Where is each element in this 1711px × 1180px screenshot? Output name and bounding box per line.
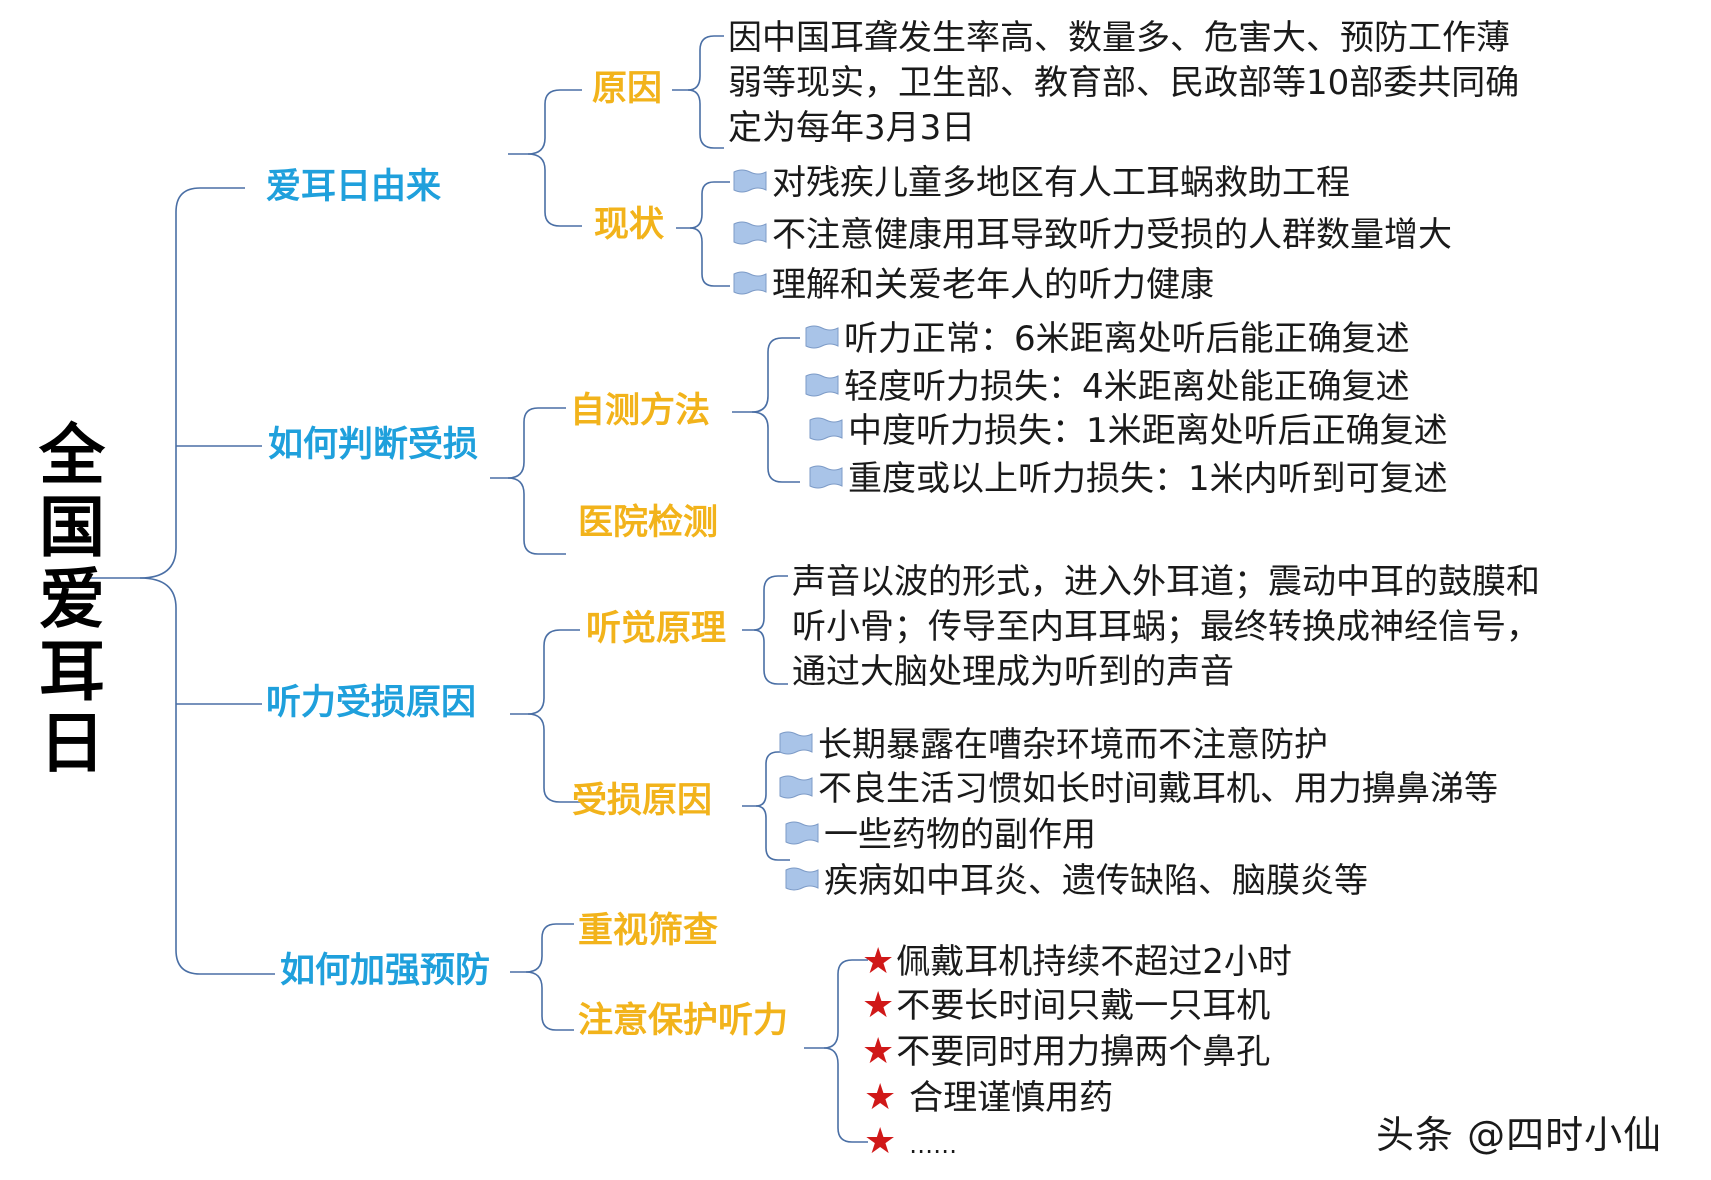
list-item: ★佩戴耳机持续不超过2小时 [862, 941, 1292, 982]
principle-text: 声音以波的形式，进入外耳道；震动中耳的鼓膜和听小骨；传导至内耳耳蜗；最终转换成神… [792, 562, 1540, 692]
status-bracket [676, 181, 730, 229]
node-principle: 听觉原理 [586, 609, 727, 649]
origin-bracket [508, 89, 582, 155]
list-item: 理解和关爱老年人的听力健康 [732, 268, 1214, 304]
judge-bracket [490, 407, 566, 479]
list-item: ★不要同时用力擤两个鼻孔 [862, 1031, 1271, 1072]
flag-bullet-icon [732, 270, 768, 304]
list-item: 疾病如中耳炎、遗传缺陷、脑膜炎等 [784, 864, 1368, 900]
causes-bracket [510, 629, 580, 715]
list-item: 一些药物的副作用 [784, 818, 1096, 854]
node-protect: 注意保护听力 [578, 1001, 789, 1041]
node-status: 现状 [594, 205, 665, 245]
node-screening: 重视筛查 [578, 911, 719, 951]
node-reason: 原因 [592, 69, 663, 109]
list-item: ★ …… [864, 1121, 958, 1162]
flag-bullet-icon [732, 220, 768, 254]
list-item: 重度或以上听力损失：1米内听到可复述 [808, 462, 1448, 498]
prevent-bracket [510, 923, 574, 973]
flag-bullet-icon [808, 416, 844, 450]
node-origin: 爱耳日由来 [266, 167, 442, 207]
node-selftest: 自测方法 [570, 391, 711, 431]
node-judge: 如何判断受损 [268, 425, 479, 465]
node-hospital: 医院检测 [578, 503, 719, 543]
list-item: ★不要长时间只戴一只耳机 [862, 985, 1271, 1026]
flag-bullet-icon [784, 820, 820, 854]
node-prevent: 如何加强预防 [280, 951, 491, 991]
star-icon: ★ [864, 1121, 897, 1162]
list-item: 中度听力损失：1米距离处听后正确复述 [808, 414, 1448, 450]
flag-bullet-icon [778, 774, 814, 808]
flag-bullet-icon [778, 730, 814, 764]
reason-bracket [672, 35, 724, 91]
flag-bullet-icon [804, 324, 840, 358]
watermark: 头条 @四时小仙 [1376, 1113, 1663, 1157]
node-damage: 受损原因 [572, 781, 713, 821]
principle-bracket [742, 575, 788, 631]
reason-text: 因中国耳聋发生率高、数量多、危害大、预防工作薄弱等现实，卫生部、教育部、民政部等… [728, 18, 1520, 148]
list-item: 对残疾儿童多地区有人工耳蜗救助工程 [732, 166, 1350, 202]
list-item: 听力正常：6米距离处听后能正确复述 [804, 322, 1410, 358]
damage-bracket [742, 751, 790, 807]
list-item: 轻度听力损失：4米距离处能正确复述 [804, 370, 1410, 406]
list-item: 不注意健康用耳导致听力受损的人群数量增大 [732, 218, 1452, 254]
root-title: 全国爱耳日 [28, 420, 106, 780]
flag-bullet-icon [732, 168, 768, 202]
selftest-bracket [732, 337, 800, 413]
star-icon: ★ [862, 941, 895, 982]
list-item: ★ 合理谨慎用药 [864, 1077, 1114, 1118]
node-causes: 听力受损原因 [266, 683, 477, 723]
root-bracket [88, 187, 245, 579]
star-icon: ★ [862, 985, 895, 1026]
list-item: 不良生活习惯如长时间戴耳机、用力擤鼻涕等 [778, 772, 1498, 808]
star-icon: ★ [862, 1031, 895, 1072]
star-icon: ★ [864, 1077, 897, 1118]
flag-bullet-icon [808, 464, 844, 498]
protect-bracket [804, 959, 868, 1049]
flag-bullet-icon [784, 866, 820, 900]
flag-bullet-icon [804, 372, 840, 406]
list-item: 长期暴露在嘈杂环境而不注意防护 [778, 728, 1328, 764]
